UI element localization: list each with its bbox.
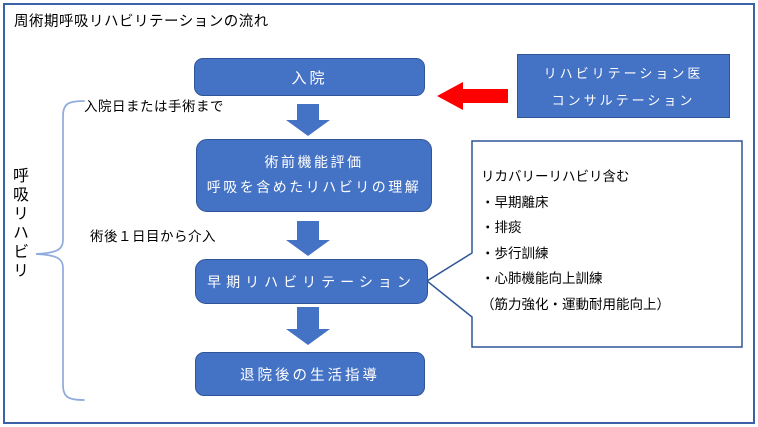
consultation-line1: リハビリテーション医: [543, 66, 704, 81]
side-label-respiratory-rehab: 呼吸リハビリ: [10, 167, 27, 281]
annotation-postop-day1: 術後１日目から介入: [90, 229, 216, 244]
flow-box-preop-line2: 呼吸を含めたリハビリの理解: [206, 180, 422, 196]
callout-line-walking: ・歩行訓練: [481, 245, 549, 261]
down-arrow-icon-1: [286, 104, 330, 136]
annotation-until-surgery: 入院日または手術まで: [84, 99, 224, 114]
flow-box-admission-label: 入院: [291, 70, 328, 87]
consultation-box: リハビリテーション医 コンサルテーション: [517, 54, 730, 118]
callout-recovery-rehab-text: リカバリーリハビリ含む ・早期離床 ・排痰 ・歩行訓練 ・心肺機能向上訓練 （筋…: [481, 164, 735, 318]
consultation-line2: コンサルテーション: [551, 93, 696, 108]
callout-line-early-mobilization: ・早期離床: [481, 194, 549, 210]
callout-line-header: リカバリーリハビリ含む: [481, 169, 630, 184]
left-brace-icon: [35, 100, 85, 401]
callout-line-sputum: ・排痰: [481, 220, 522, 236]
flow-box-discharge-label: 退院後の生活指導: [240, 367, 380, 384]
flow-box-preop-line1: 術前機能評価: [264, 155, 364, 171]
down-arrow-icon-3: [286, 307, 330, 345]
callout-line-cardiopulmonary: ・心肺機能向上訓練: [481, 271, 603, 287]
callout-bubble-shape: [425, 140, 743, 348]
flow-box-early-rehab: 早期リハビリテーション: [195, 259, 428, 304]
down-arrow-icon-2: [286, 221, 330, 256]
flow-box-preop-evaluation: 術前機能評価 呼吸を含めたリハビリの理解: [196, 139, 432, 212]
callout-line-strength: （筋力強化・運動耐用能向上）: [481, 296, 670, 312]
red-left-arrow-icon: [437, 82, 508, 110]
page-title: 周術期呼吸リハビリテーションの流れ: [14, 14, 269, 30]
flow-box-admission: 入院: [194, 58, 425, 96]
flow-box-early-rehab-label: 早期リハビリテーション: [207, 275, 416, 291]
flow-box-discharge-guidance: 退院後の生活指導: [195, 352, 425, 396]
